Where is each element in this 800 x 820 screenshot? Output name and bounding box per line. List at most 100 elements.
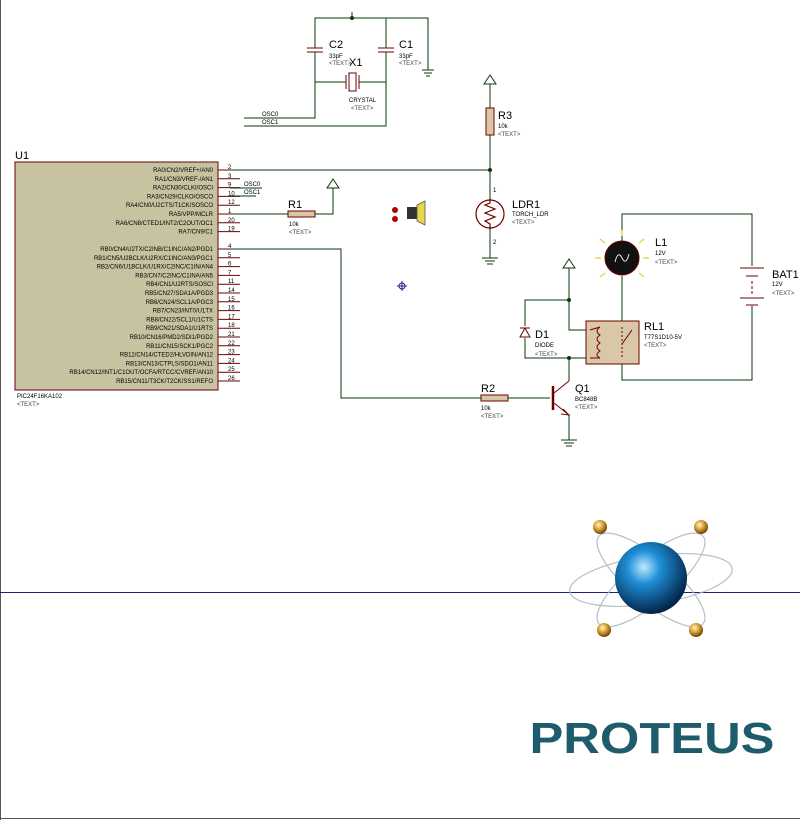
l1-value: 12V <box>655 251 666 257</box>
u1-part: PIC24F16KA102 <box>17 394 63 400</box>
u1-chip[interactable]: U1 PIC24F16KA102 <TEXT> RA0/CN2/VREF+/AN… <box>14 150 240 408</box>
torch-icon[interactable] <box>392 200 426 226</box>
ldr1-sensor[interactable]: 1 2 LDR1 TORCH_LDR <TEXT> <box>475 188 549 265</box>
u1-pin-19[interactable]: RA7/CN9/C1 19 <box>178 227 240 236</box>
u1-pin-21[interactable]: RB10/CN16/PMD2/SDI1/PGD2 21 <box>130 332 240 341</box>
pin-name: RB8/CN22/SCL1/U1CTS <box>146 317 213 323</box>
pin-name: RA6/CN8/CTED1/INT2/C2OUT/OC1 <box>116 221 214 227</box>
pin-name: RB2/CN6/U1BCLK/U1RX/C2INC/C1IN/AN4 <box>97 265 214 271</box>
u1-pin-15[interactable]: RB6/CN24/SCL1A/PGC3 15 <box>146 297 240 306</box>
u1-text: <TEXT> <box>17 402 40 408</box>
x1-text: <TEXT> <box>351 106 374 112</box>
r3-ref: R3 <box>498 110 512 122</box>
ldr1-value: TORCH_LDR <box>512 212 549 218</box>
pin-number: 5 <box>228 253 232 259</box>
pin-number: 15 <box>228 297 235 303</box>
u1-pin-20[interactable]: RA6/CN8/CTED1/INT2/C2OUT/OC1 20 <box>116 218 240 227</box>
ldr1-pin1: 1 <box>493 188 497 194</box>
proteus-wordmark: PROTEUS <box>530 714 775 763</box>
c1-text: <TEXT> <box>399 61 422 67</box>
r2-resistor[interactable]: R2 10k <TEXT> <box>480 383 550 420</box>
u1-net-osc0: OSC0 <box>244 182 261 188</box>
u1-pin-6[interactable]: RB2/CN6/U1BCLK/U1RX/C2INC/C1IN/AN4 6 <box>97 262 240 271</box>
r1-resistor[interactable]: R1 10k <TEXT> <box>230 178 340 236</box>
u1-pin-group-rb: RB0/CN4/U2TX/C2INB/C1INC/AN2/PGD1 4RB1/CN… <box>69 244 240 385</box>
pin-name: RB13/CN13/CTPLS/SDO1/AN11 <box>126 361 214 367</box>
vdd-power-arrow <box>326 178 340 189</box>
r1-text: <TEXT> <box>289 230 312 236</box>
rl1-relay[interactable]: RL1 T77S1D10-5V <TEXT> <box>585 320 682 365</box>
pin-name: RB10/CN16/PMD2/SDI1/PGD2 <box>130 335 214 341</box>
rl1-value: T77S1D10-5V <box>644 335 682 341</box>
c2-ref: C2 <box>329 39 343 51</box>
c1-capacitor[interactable]: C1 33pF <TEXT> <box>378 36 422 82</box>
r3-value: 10k <box>498 124 509 130</box>
osc-pin-wires <box>230 187 262 197</box>
pin-name: RB0/CN4/U2TX/C2INB/C1INC/AN2/PGD1 <box>100 247 213 253</box>
pin-name: RA2/CN30/CLKI/OSCI <box>153 186 213 192</box>
r3-resistor[interactable]: R3 10k <TEXT> <box>483 74 521 198</box>
pin-name: RB6/CN24/SCL1A/PGC3 <box>146 300 214 306</box>
d1-diode[interactable]: D1 DIODE <TEXT> <box>519 326 558 358</box>
origin-marker-icon <box>397 281 407 291</box>
rl1-text: <TEXT> <box>644 343 667 349</box>
osc0-net-label: OSC0 <box>262 112 279 118</box>
c1-ref: C1 <box>399 39 413 51</box>
pin-name: RA4/CN0/U2CTS/T1CK/SOSCO <box>126 203 213 209</box>
d1-ref: D1 <box>535 329 549 341</box>
c2-value: 33pF <box>329 54 343 60</box>
diode-bottom-wire <box>524 338 569 359</box>
pin-name: RB15/CN11/T3CK/T2CK/SS1/REFO <box>116 379 213 385</box>
pin-number: 3 <box>228 174 232 180</box>
q1-transistor[interactable]: Q1 BC848B <TEXT> <box>551 358 598 447</box>
r2-text: <TEXT> <box>481 414 504 420</box>
osc1-wire <box>244 82 387 127</box>
pin-number: 10 <box>228 191 235 197</box>
pin-number: 7 <box>228 270 232 276</box>
pin-name: RA0/CN2/VREF+/AN0 <box>153 168 214 174</box>
l1-lamp[interactable]: L1 12V <TEXT> <box>595 230 678 278</box>
u1-pin-25[interactable]: RB14/CN12/INT1/C1OUT/OCFA/RTCC/CVREF/AN1… <box>69 367 240 376</box>
pin-number: 14 <box>228 288 235 294</box>
bat1-battery[interactable]: BAT1 12V <TEXT> <box>740 267 799 306</box>
u1-pin-12[interactable]: RA4/CN0/U2CTS/T1CK/SOSCO 12 <box>126 200 240 209</box>
l1-ref: L1 <box>655 237 667 249</box>
ldr1-text: <TEXT> <box>512 220 535 226</box>
pin-number: 21 <box>228 332 235 338</box>
r3-text: <TEXT> <box>498 132 521 138</box>
r2-value: 10k <box>481 406 492 412</box>
pin-number: 19 <box>228 227 235 233</box>
u1-body[interactable] <box>14 161 219 391</box>
pin-number: 6 <box>228 262 232 268</box>
osc0-wire <box>244 82 316 119</box>
c2-capacitor[interactable]: C2 33pF <TEXT> <box>307 36 352 82</box>
pin-name: RB14/CN12/INT1/C1OUT/OCFA/RTCC/CVREF/AN1… <box>69 370 213 376</box>
pin-name: RB7/CN23/INT0/U1TX <box>153 309 213 315</box>
lamp-top-wire <box>621 213 753 266</box>
u1-pin-24[interactable]: RB13/CN13/CTPLS/SDO1/AN11 24 <box>126 358 240 367</box>
pin-name: RA7/CN9/C1 <box>178 230 213 236</box>
pin-number: 12 <box>228 200 235 206</box>
pin-number: 24 <box>228 358 235 364</box>
diode-top-wire <box>524 299 569 326</box>
pin-number: 20 <box>228 218 235 224</box>
bat1-value: 12V <box>772 282 783 288</box>
pin-number: 1 <box>228 209 232 215</box>
x1-crystal[interactable]: X1 CRYSTAL <TEXT> <box>315 57 386 112</box>
osc1-net-label: OSC1 <box>262 120 279 126</box>
globe-icon <box>615 542 687 614</box>
r1-value: 10k <box>289 222 300 228</box>
pin-number: 4 <box>228 244 232 250</box>
